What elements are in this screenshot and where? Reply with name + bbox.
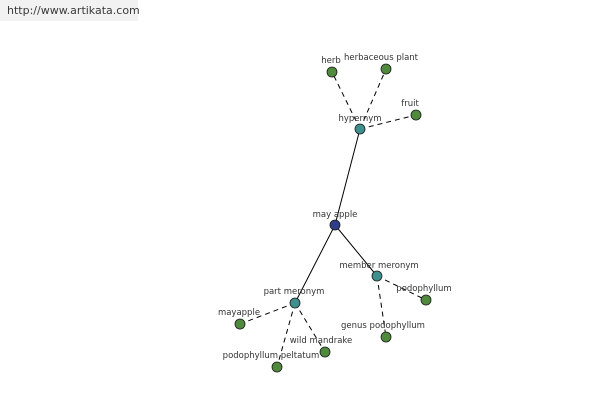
node-label-podophyllum-peltatum: podophyllum peltatum — [223, 351, 320, 361]
node-podophyllum-peltatum[interactable]: podophyllum peltatum — [223, 351, 320, 373]
edges-layer — [239, 68, 427, 368]
edge-may-apple-to-part-meronym — [294, 224, 336, 304]
node-genus-podophyllum[interactable]: genus podophyllum — [341, 321, 425, 343]
source-url[interactable]: http://www.artikata.com — [7, 4, 140, 17]
edge-member-meronym-to-genus-podophyllum — [376, 275, 387, 338]
node-marker-wild-mandrake[interactable] — [319, 346, 331, 358]
edge-part-meronym-to-podophyllum-peltatum — [276, 302, 296, 368]
node-podophyllum[interactable]: podophyllum — [396, 284, 452, 306]
node-mayapple[interactable]: mayapple — [218, 308, 260, 330]
node-label-member-meronym: member meronym — [339, 261, 418, 271]
node-label-hypernym: hypernym — [338, 114, 381, 124]
edge-may-apple-to-member-meronym — [334, 224, 378, 277]
node-marker-part-meronym[interactable] — [289, 297, 301, 309]
node-marker-podophyllum[interactable] — [420, 294, 432, 306]
node-label-podophyllum: podophyllum — [396, 284, 451, 294]
node-label-mayapple: mayapple — [218, 308, 260, 318]
node-label-herbaceous-plant: herbaceous plant — [344, 53, 419, 63]
node-label-part-meronym: part meronym — [264, 287, 325, 297]
node-may-apple[interactable]: may apple — [313, 210, 358, 231]
node-label-fruit: fruit — [401, 99, 419, 109]
edge-part-meronym-to-mayapple — [239, 302, 296, 325]
node-wild-mandrake[interactable]: wild mandrake — [290, 336, 353, 358]
node-label-herb: herb — [321, 56, 341, 66]
edge-part-meronym-to-wild-mandrake — [294, 302, 326, 353]
edge-hypernym-to-herb — [331, 71, 361, 130]
node-fruit[interactable]: fruit — [401, 99, 422, 121]
node-marker-herbaceous-plant[interactable] — [380, 63, 392, 75]
node-label-may-apple: may apple — [313, 210, 358, 220]
edge-hypernym-to-herbaceous-plant — [359, 68, 387, 130]
node-marker-member-meronym[interactable] — [371, 270, 383, 282]
node-herb[interactable]: herb — [321, 56, 341, 78]
edge-may-apple-to-hypernym — [334, 128, 361, 226]
source-url-banner: http://www.artikata.com — [0, 0, 140, 21]
edge-member-meronym-to-podophyllum — [376, 275, 427, 301]
node-member-meronym[interactable]: member meronym — [339, 261, 419, 282]
node-marker-genus-podophyllum[interactable] — [380, 331, 392, 343]
node-label-wild-mandrake: wild mandrake — [290, 336, 353, 346]
node-marker-herb[interactable] — [326, 66, 338, 78]
node-label-genus-podophyllum: genus podophyllum — [341, 321, 425, 331]
node-marker-hypernym[interactable] — [354, 123, 366, 135]
node-marker-podophyllum-peltatum[interactable] — [271, 361, 283, 373]
node-marker-mayapple[interactable] — [234, 318, 246, 330]
node-hypernym[interactable]: hypernym — [338, 114, 382, 135]
node-marker-may-apple[interactable] — [329, 219, 341, 231]
node-marker-fruit[interactable] — [410, 109, 422, 121]
edge-hypernym-to-fruit — [359, 114, 417, 130]
node-herbaceous-plant[interactable]: herbaceous plant — [344, 53, 419, 75]
node-part-meronym[interactable]: part meronym — [264, 287, 325, 309]
